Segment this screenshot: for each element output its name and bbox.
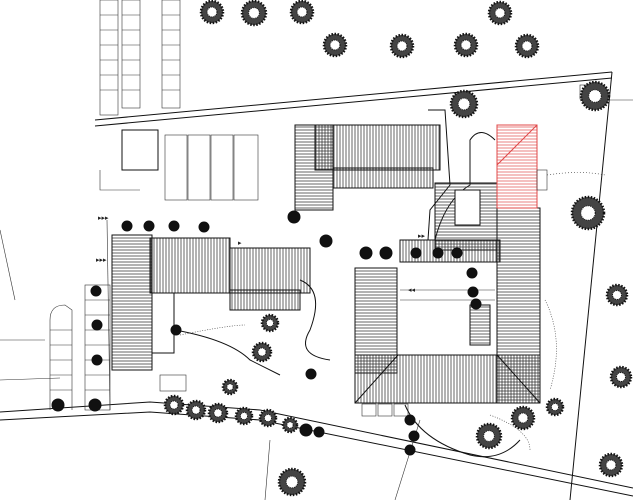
- tree-canopy-icon: [289, 0, 315, 25]
- plots: [121, 129, 409, 417]
- tree-canopy-icon: [251, 341, 273, 363]
- svg-text:▸: ▸: [238, 240, 242, 247]
- tree-canopy-icon: [466, 267, 478, 279]
- tree-canopy-icon: [432, 247, 444, 259]
- parking-top: [99, 0, 181, 116]
- svg-text:▸▸: ▸▸: [418, 233, 426, 240]
- tree-canopy-icon: [168, 220, 180, 232]
- tree-canopy-icon: [359, 246, 373, 260]
- tree-canopy-icon: [305, 368, 317, 380]
- tree-canopy-icon: [90, 285, 102, 297]
- tree-canopy-icon: [260, 313, 280, 333]
- building-north-wing: [314, 124, 441, 171]
- trees: [51, 0, 633, 497]
- tree-canopy-icon: [322, 32, 348, 58]
- building-west: [111, 234, 153, 371]
- tree-canopy-icon: [277, 467, 307, 497]
- tree-canopy-icon: [258, 408, 278, 428]
- tree-canopy-icon: [185, 399, 207, 421]
- tree-canopy-icon: [199, 0, 225, 25]
- tree-canopy-icon: [451, 247, 463, 259]
- building-east: [496, 207, 541, 404]
- tree-canopy-icon: [234, 406, 254, 426]
- tree-canopy-icon: [91, 354, 103, 366]
- tree-canopy-icon: [207, 402, 229, 424]
- tree-canopy-icon: [408, 430, 420, 442]
- tree-canopy-icon: [379, 246, 393, 260]
- tree-canopy-icon: [470, 298, 482, 310]
- tree-canopy-icon: [545, 397, 565, 417]
- tree-canopy-icon: [163, 394, 185, 416]
- buildings: [111, 84, 606, 458]
- tree-canopy-icon: [287, 210, 301, 224]
- tree-canopy-icon: [221, 378, 239, 396]
- tree-canopy-icon: [605, 283, 629, 307]
- tree-canopy-icon: [404, 414, 416, 426]
- tree-canopy-icon: [404, 444, 416, 456]
- tree-canopy-icon: [313, 426, 325, 438]
- tree-canopy-icon: [475, 422, 503, 450]
- tree-canopy-icon: [598, 452, 624, 478]
- tree-canopy-icon: [510, 405, 536, 431]
- tree-canopy-icon: [579, 80, 611, 112]
- tree-canopy-icon: [121, 220, 133, 232]
- tree-canopy-icon: [299, 423, 313, 437]
- building-highlighted: [496, 124, 538, 209]
- tree-canopy-icon: [170, 324, 182, 336]
- tree-canopy-icon: [88, 398, 102, 412]
- tree-canopy-icon: [51, 398, 65, 412]
- tree-canopy-icon: [389, 33, 415, 59]
- tree-canopy-icon: [281, 416, 299, 434]
- tree-canopy-icon: [467, 286, 479, 298]
- tree-canopy-icon: [487, 0, 513, 26]
- direction-arrow-icon: ▸▸▸ ▸▸▸ ◂◂ ▸▸ ▸: [96, 215, 426, 294]
- tree-canopy-icon: [453, 32, 479, 58]
- tree-canopy-icon: [570, 195, 606, 231]
- svg-text:◂◂: ◂◂: [408, 287, 416, 294]
- tree-canopy-icon: [410, 247, 422, 259]
- svg-text:▸▸▸: ▸▸▸: [96, 257, 107, 264]
- tree-canopy-icon: [514, 33, 540, 59]
- svg-text:▸▸▸: ▸▸▸: [98, 215, 109, 222]
- tree-canopy-icon: [91, 319, 103, 331]
- building-north-west: [294, 124, 334, 211]
- tree-canopy-icon: [198, 221, 210, 233]
- tree-canopy-icon: [240, 0, 268, 27]
- roads: [0, 71, 633, 500]
- tree-canopy-icon: [609, 365, 633, 389]
- tree-canopy-icon: [143, 220, 155, 232]
- tree-canopy-icon: [319, 234, 333, 248]
- tree-canopy-icon: [449, 89, 479, 119]
